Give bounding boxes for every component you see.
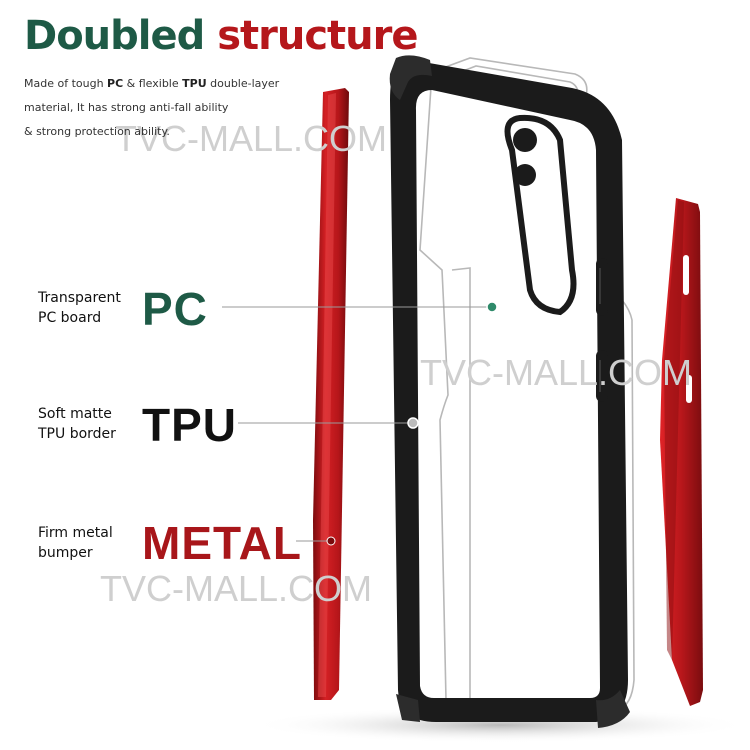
metal-label-line-2: bumper <box>38 545 93 561</box>
desc-text: Made of tough <box>24 77 108 90</box>
metal-marker-dot <box>326 536 336 546</box>
page-title: Doubled structure <box>24 6 419 66</box>
button-cutout <box>686 375 692 403</box>
frame-button <box>596 258 608 316</box>
right-metal-bumper <box>660 198 703 706</box>
tpu-label-line-2: TPU border <box>38 426 116 442</box>
left-metal-bumper <box>313 88 349 700</box>
title-part-2: structure <box>217 13 418 59</box>
pc-marker-dot <box>486 301 498 313</box>
tpu-label-small: Soft matte TPU border <box>38 404 116 444</box>
camera-cutout <box>504 114 577 316</box>
metal-label-small: Firm metal bumper <box>38 523 113 563</box>
tpu-marker-dot <box>407 417 419 429</box>
desc-line-2: material, It has strong anti-fall abilit… <box>24 101 229 114</box>
desc-line-3: & strong protection ability. <box>24 125 170 138</box>
metal-label-line-1: Firm metal <box>38 525 113 541</box>
desc-pc: PC <box>107 77 124 90</box>
button-cutout <box>683 255 689 295</box>
tpu-label-line-1: Soft matte <box>38 406 112 422</box>
pc-label-small: Transparent PC board <box>38 288 121 328</box>
desc-text: double-layer <box>206 77 280 90</box>
desc-text: & flexible <box>123 77 183 90</box>
pc-label-line-1: Transparent <box>38 290 121 306</box>
tpu-label-big: TPU <box>142 399 237 451</box>
watermark: TVC-MALL.COM <box>115 118 388 159</box>
tpu-frame <box>389 55 630 728</box>
metal-label-big: METAL <box>142 517 303 569</box>
watermark: TVC-MALL.COM <box>100 568 373 609</box>
pc-label-line-2: PC board <box>38 310 102 326</box>
title-part-1: Doubled <box>24 13 205 59</box>
desc-tpu: TPU <box>182 77 207 90</box>
frame-button <box>596 350 608 402</box>
watermark: TVC-MALL.COM <box>420 352 693 393</box>
pc-label-big: PC <box>142 283 208 335</box>
description: Made of tough PC & flexible TPU double-l… <box>24 72 354 144</box>
